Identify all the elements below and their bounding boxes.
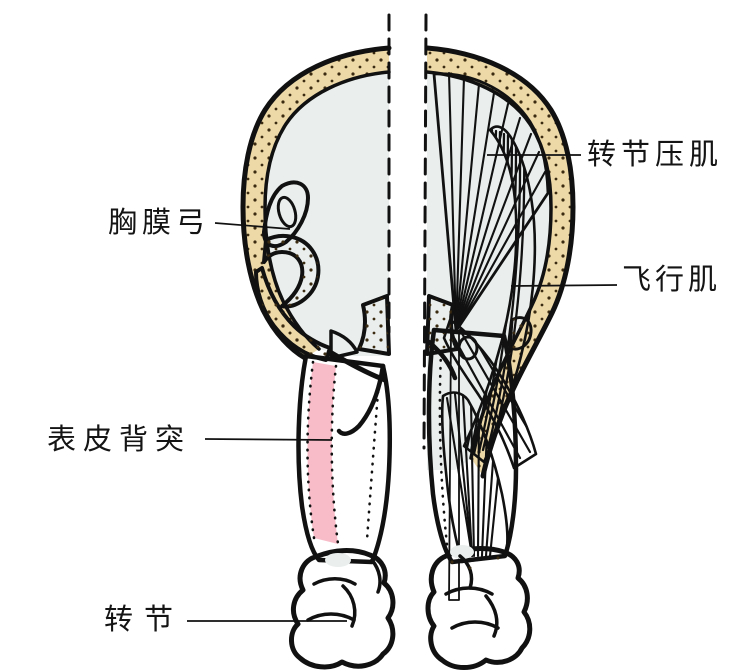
pleural-arch-structure xyxy=(254,180,332,362)
left-leg-segment xyxy=(296,349,392,565)
right-trochanter xyxy=(425,545,533,670)
leader-cuticular-apodeme xyxy=(204,438,333,441)
left-body-interior xyxy=(265,72,389,356)
left-cuticle-speckles xyxy=(243,48,389,358)
depressor-tendon xyxy=(448,330,460,601)
cuticular-apodeme-pink-band xyxy=(307,362,338,544)
left-inner-outline xyxy=(263,70,391,351)
right-midline xyxy=(422,13,428,450)
label-trochanter-depressor-muscle: 转节压肌 xyxy=(587,139,724,171)
leader-pleural-arch xyxy=(214,222,291,230)
label-trochanter: 转节 xyxy=(104,604,185,636)
leader-lines xyxy=(187,154,618,622)
label-pleural-arch: 胸膜弓 xyxy=(108,207,211,239)
label-cuticular-dorsal-apodeme: 表皮背突 xyxy=(47,424,192,456)
left-trochanter xyxy=(289,548,396,670)
left-half-section xyxy=(240,45,396,670)
label-flight-muscle: 飞行肌 xyxy=(622,264,722,296)
right-half-section xyxy=(424,45,576,670)
right-inner-outline xyxy=(425,70,553,460)
leader-flight-muscle xyxy=(510,284,618,287)
midline-dashed-lines xyxy=(387,13,428,450)
left-sclerites xyxy=(329,294,391,360)
